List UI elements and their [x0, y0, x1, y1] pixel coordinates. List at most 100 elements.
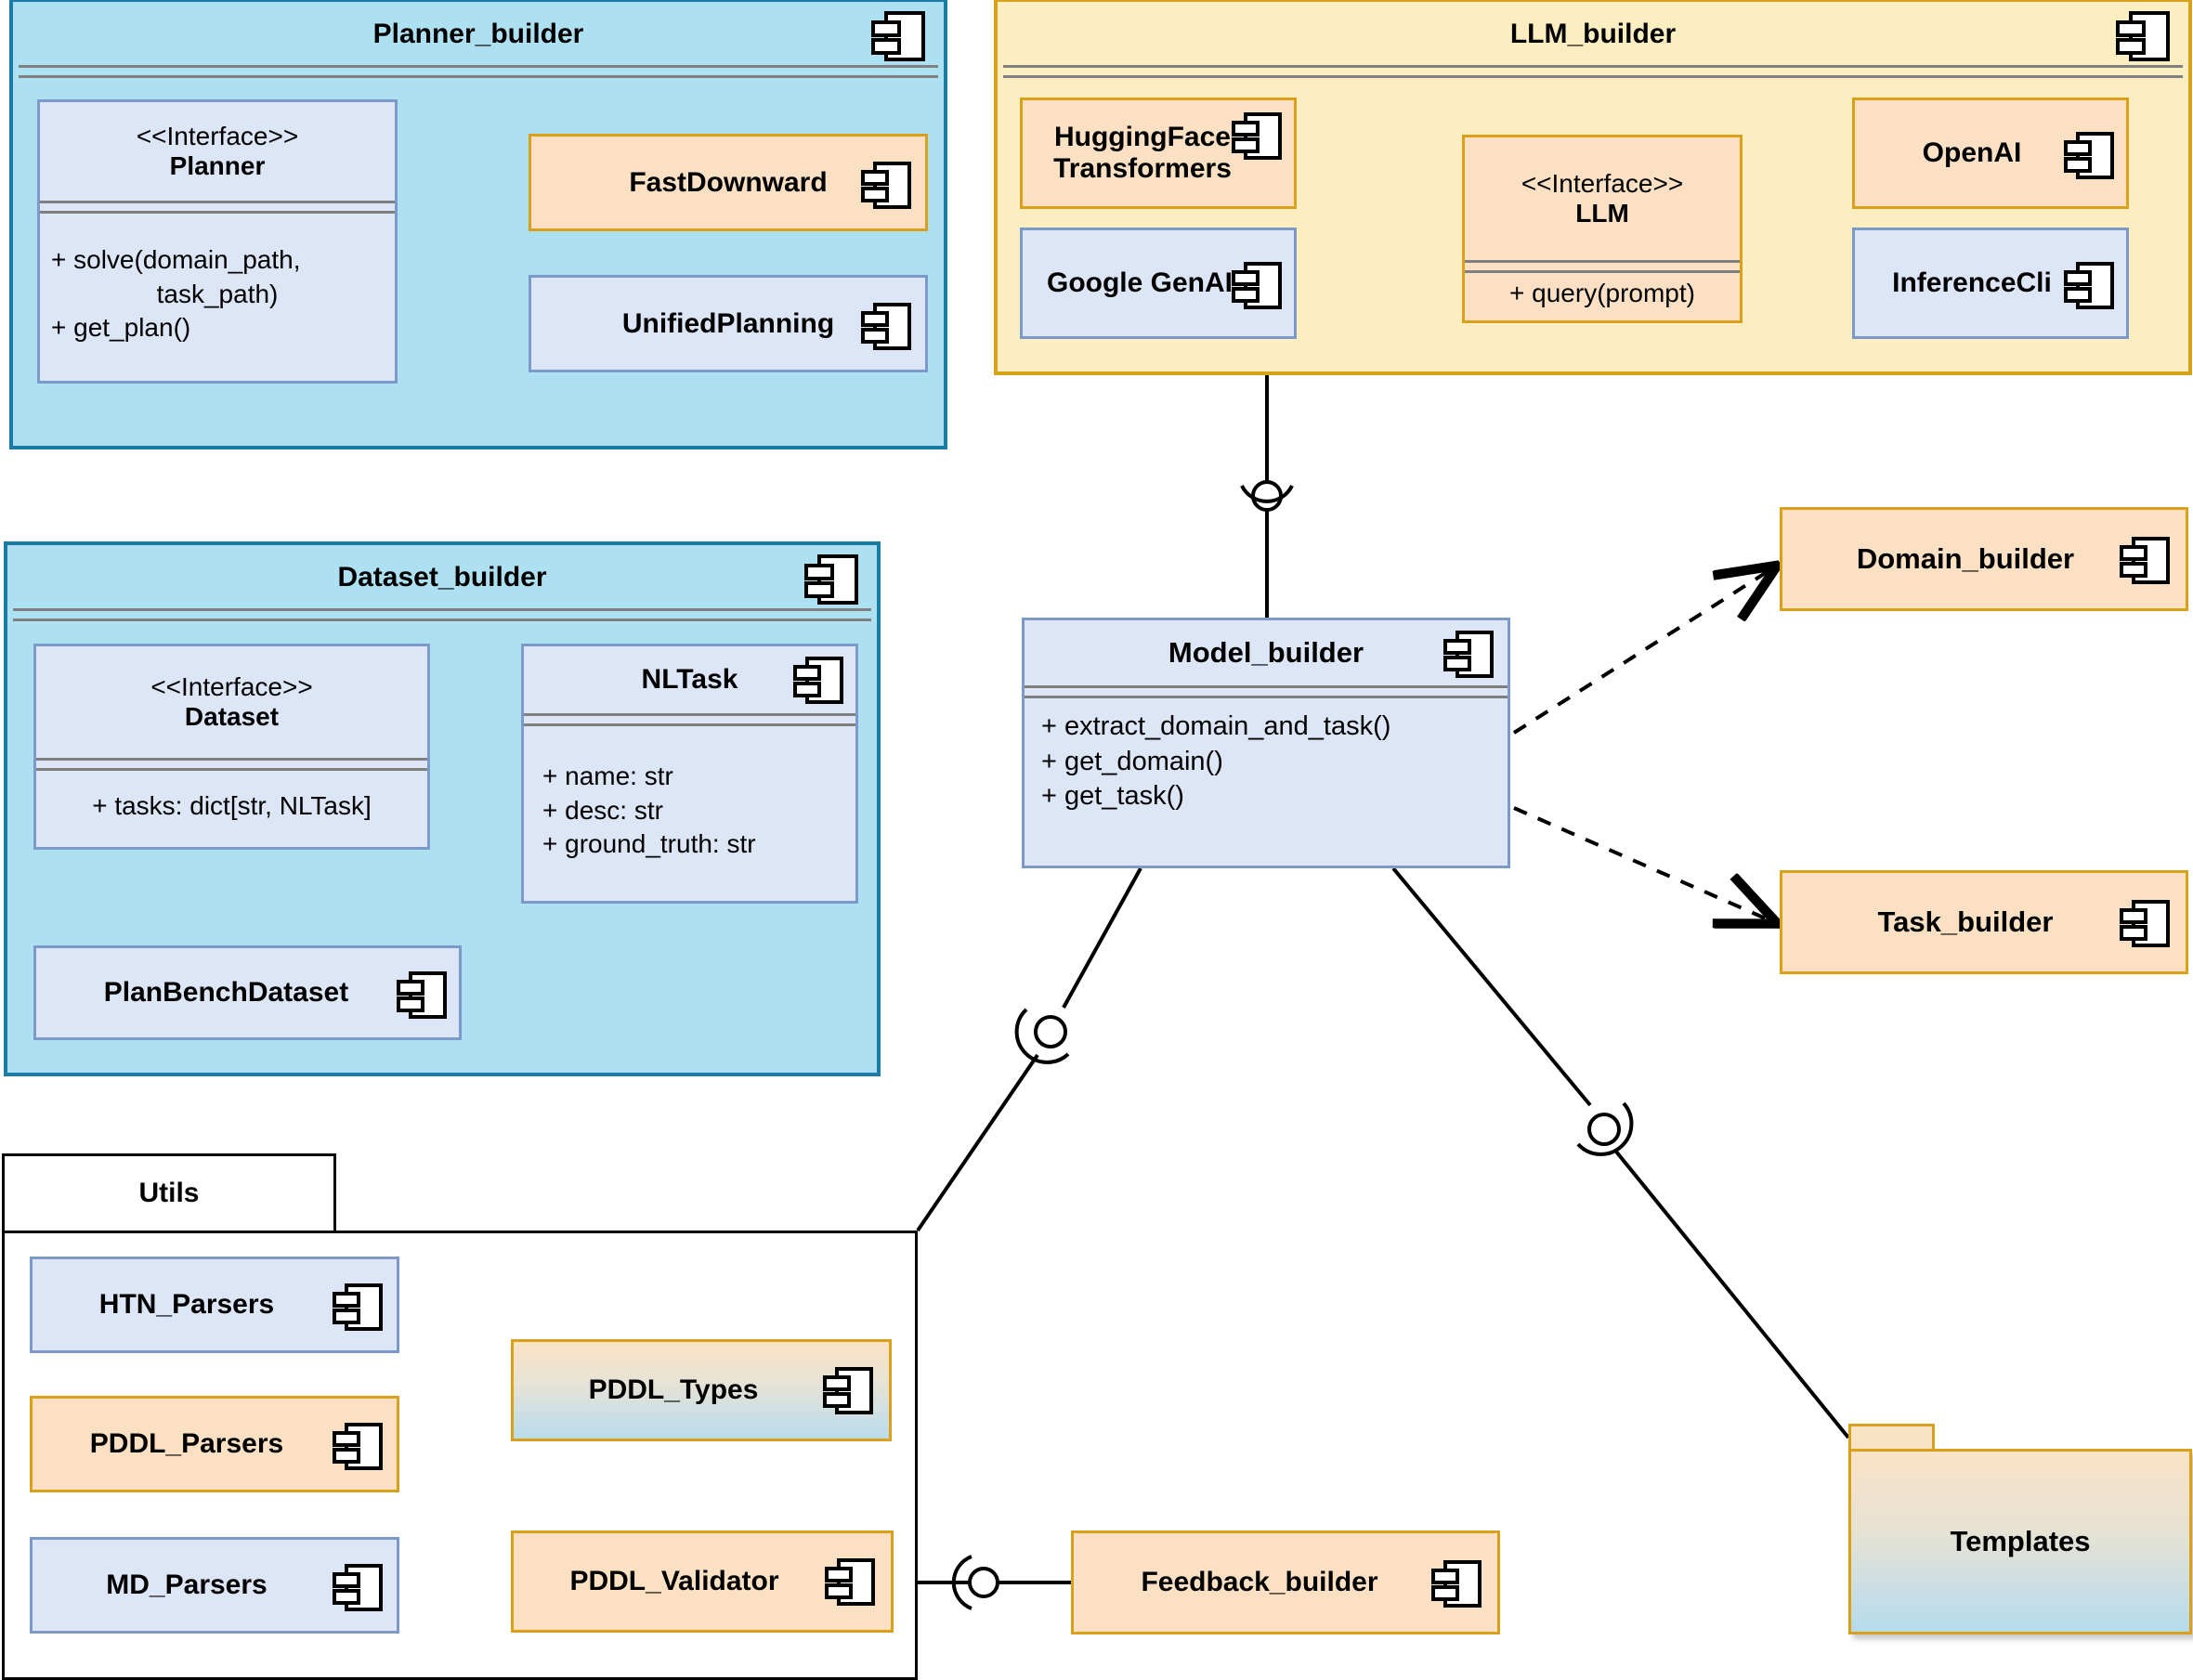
component-pddl-validator-label: PDDL_Validator: [569, 1566, 779, 1597]
component-domain-builder[interactable]: Domain_builder: [1780, 507, 2188, 611]
interface-name: Dataset: [184, 702, 280, 731]
component-planbenchdataset[interactable]: PlanBenchDataset: [33, 945, 462, 1040]
package-separator: [13, 608, 871, 621]
component-model-builder-operations: + extract_domain_and_task() + get_domain…: [1025, 693, 1508, 866]
attribute-item: + ground_truth: str: [542, 829, 756, 859]
component-inferencecli[interactable]: InferenceCli: [1852, 228, 2129, 339]
component-pddl-parsers[interactable]: PDDL_Parsers: [30, 1396, 399, 1492]
interface-dataset[interactable]: <<Interface>> Dataset + tasks: dict[str,…: [33, 644, 430, 850]
component-openai[interactable]: OpenAI: [1852, 98, 2129, 209]
component-icon: [1443, 631, 1494, 678]
operation-item: + query(prompt): [1509, 279, 1695, 308]
component-icon: [793, 657, 843, 704]
interface-llm-header: <<Interface>> LLM: [1465, 137, 1740, 260]
component-planbenchdataset-label: PlanBenchDataset: [103, 977, 349, 1009]
component-htn-parsers-label: HTN_Parsers: [98, 1289, 275, 1321]
interface-llm-operations: + query(prompt): [1465, 267, 1740, 320]
class-nltask-attributes: + name: str + desc: str + ground_truth: …: [524, 721, 855, 901]
package-utils-title: Utils: [138, 1178, 200, 1208]
interface-planner[interactable]: <<Interface>> Planner + solve(domain_pat…: [37, 99, 398, 384]
dependency-modelbuilder-taskbuilder: [1513, 806, 1774, 922]
component-icon: [2120, 537, 2170, 584]
interface-separator: [40, 201, 395, 214]
attribute-item: + name: str: [542, 762, 673, 791]
interface-planner-operations: + solve(domain_path, task_path) + get_pl…: [40, 208, 395, 381]
component-model-builder[interactable]: Model_builder + extract_domain_and_task(…: [1022, 618, 1510, 868]
interface-stereotype: <<Interface>>: [150, 671, 313, 701]
component-icon: [333, 1564, 383, 1611]
interface-separator: [1465, 260, 1740, 273]
component-openai-label: OpenAI: [1922, 137, 2022, 169]
interface-llm[interactable]: <<Interface>> LLM + query(prompt): [1462, 135, 1743, 323]
operation-item: + get_plan(): [51, 313, 191, 343]
operation-item: + get_task(): [1041, 781, 1184, 812]
component-fastdownward[interactable]: FastDownward: [529, 134, 928, 231]
package-utils-tab[interactable]: Utils: [2, 1153, 336, 1233]
interface-planner-header: <<Interface>> Planner: [40, 102, 395, 201]
component-task-builder-label: Task_builder: [1877, 905, 2054, 938]
component-icon: [825, 1558, 875, 1606]
class-nltask-header: NLTask: [524, 646, 855, 713]
component-icon: [333, 1283, 383, 1331]
component-inferencecli-label: InferenceCli: [1892, 267, 2052, 299]
class-separator: [524, 713, 855, 726]
interface-name: LLM: [1575, 199, 1629, 228]
component-feedback-builder-label: Feedback_builder: [1141, 1567, 1378, 1598]
component-huggingface-transformers-label: HuggingFace Transformers: [1053, 122, 1263, 184]
package-templates-tab: [1848, 1424, 1935, 1452]
component-md-parsers-label: MD_Parsers: [106, 1569, 268, 1601]
component-huggingface-transformers[interactable]: HuggingFace Transformers: [1020, 98, 1297, 209]
component-icon: [1232, 262, 1282, 309]
interface-dataset-header: <<Interface>> Dataset: [36, 646, 427, 758]
label-line-2: Transformers: [1053, 153, 1232, 184]
package-separator: [19, 65, 938, 78]
package-templates[interactable]: Templates: [1848, 1449, 2192, 1634]
component-fastdownward-label: FastDownward: [629, 166, 828, 198]
component-google-genai[interactable]: Google GenAI: [1020, 228, 1297, 339]
operation-item: + get_domain(): [1041, 746, 1223, 776]
package-llm-builder[interactable]: LLM_builder HuggingFace Transformers Goo…: [994, 0, 2192, 375]
interface-dataset-attributes: + tasks: dict[str, NLTask]: [36, 765, 427, 847]
component-icon: [861, 303, 911, 350]
assembly-modelbuilder-utils: [916, 867, 1142, 1232]
component-domain-builder-label: Domain_builder: [1856, 541, 2075, 575]
interface-stereotype: <<Interface>>: [136, 121, 299, 150]
package-separator: [1003, 65, 2183, 78]
component-separator: [1025, 685, 1508, 698]
component-icon: [2064, 132, 2114, 179]
component-pddl-types[interactable]: PDDL_Types: [511, 1339, 892, 1441]
component-icon: [1232, 112, 1282, 160]
component-model-builder-title: Model_builder: [1168, 636, 1364, 670]
component-icon: [333, 1423, 383, 1470]
component-md-parsers[interactable]: MD_Parsers: [30, 1537, 399, 1634]
component-pddl-validator[interactable]: PDDL_Validator: [511, 1530, 894, 1633]
component-icon: [2120, 900, 2170, 947]
class-nltask[interactable]: NLTask + name: str + desc: str + ground_…: [521, 644, 858, 904]
package-planner-builder[interactable]: Planner_builder <<Interface>> Planner + …: [9, 0, 947, 449]
operation-item: + solve(domain_path,: [51, 245, 301, 275]
component-unifiedplanning-label: UnifiedPlanning: [621, 307, 835, 339]
package-dataset-builder-title: Dataset_builder: [337, 562, 547, 593]
operation-item: task_path): [156, 279, 279, 308]
component-icon: [861, 162, 911, 209]
component-task-builder[interactable]: Task_builder: [1780, 870, 2188, 974]
component-htn-parsers[interactable]: HTN_Parsers: [30, 1257, 399, 1353]
component-icon: [804, 554, 858, 605]
interface-separator: [36, 758, 427, 771]
component-model-builder-header: Model_builder: [1025, 620, 1508, 685]
interface-name: Planner: [169, 151, 266, 180]
component-icon: [397, 971, 447, 1019]
component-icon: [2116, 11, 2170, 61]
package-dataset-builder[interactable]: Dataset_builder <<Interface>> Dataset + …: [4, 541, 881, 1076]
label-line-1: HuggingFace: [1053, 122, 1231, 153]
class-name: NLTask: [641, 663, 738, 695]
component-icon: [871, 11, 925, 61]
component-feedback-builder[interactable]: Feedback_builder: [1071, 1530, 1500, 1634]
package-planner-builder-title: Planner_builder: [372, 19, 584, 49]
package-templates-label: Templates: [1950, 1525, 2091, 1557]
component-icon: [1431, 1560, 1482, 1608]
assembly-pddlvalidator-feedbackbuilder: [894, 1555, 1071, 1610]
component-unifiedplanning[interactable]: UnifiedPlanning: [529, 275, 928, 372]
dependency-modelbuilder-domainbuilder: [1512, 567, 1774, 735]
